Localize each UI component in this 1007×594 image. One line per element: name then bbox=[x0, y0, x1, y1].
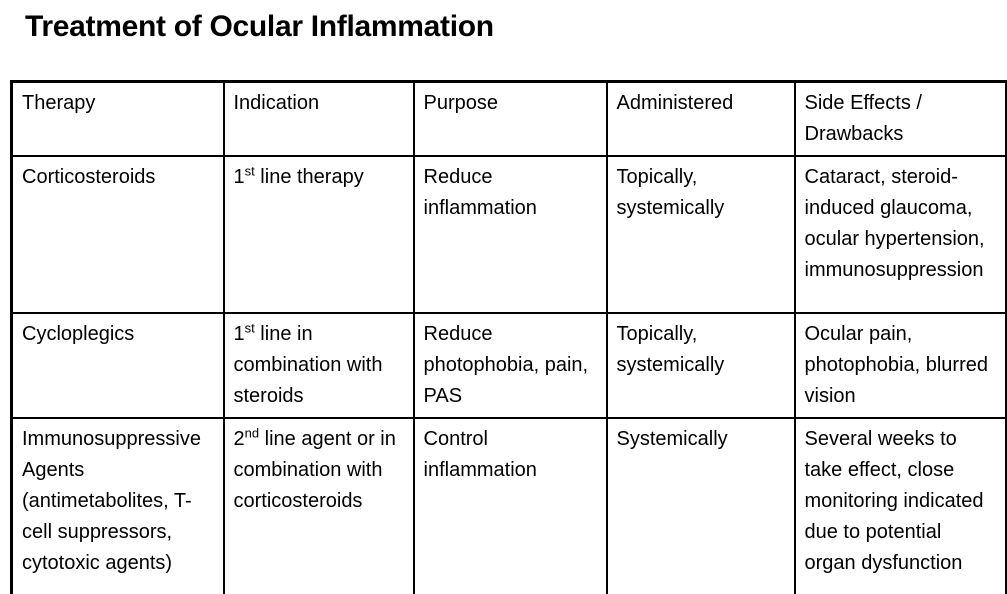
cell-purpose: Control inflammation bbox=[412, 417, 608, 594]
ordinal-number: 1 bbox=[233, 166, 245, 188]
ordinal-number: 2 bbox=[233, 428, 245, 450]
table-header-row: Therapy Indication Purpose Administered … bbox=[10, 80, 1007, 157]
header-cell-therapy: Therapy bbox=[10, 80, 225, 157]
table-row-immunosuppressive-agents: Immunosuppressive Agents (antimetabolite… bbox=[10, 417, 1007, 594]
indication-text: line therapy bbox=[254, 166, 364, 188]
ordinal-suffix: st bbox=[244, 163, 255, 179]
ordinal-suffix: nd bbox=[244, 425, 260, 441]
ordinal-suffix: st bbox=[244, 320, 255, 336]
cell-administered: Topically, systemically bbox=[605, 312, 796, 419]
cell-purpose: Reduce inflammation bbox=[412, 155, 608, 314]
indication-text: line agent or in combination with cortic… bbox=[233, 428, 396, 512]
header-cell-side-effects: Side Effects / Drawbacks bbox=[793, 80, 1007, 157]
page-title: Treatment of Ocular Inflammation bbox=[25, 10, 494, 43]
cell-therapy: Corticosteroids bbox=[10, 155, 225, 314]
header-cell-purpose: Purpose bbox=[412, 80, 608, 157]
table-row-cycloplegics: Cycloplegics 1st line in combination wit… bbox=[10, 312, 1007, 419]
cell-indication: 1st line in combination with steroids bbox=[222, 312, 415, 419]
cell-indication: 1st line therapy bbox=[222, 155, 415, 314]
ordinal-number: 1 bbox=[233, 323, 245, 345]
cell-therapy: Cycloplegics bbox=[10, 312, 225, 419]
cell-side-effects: Cataract, steroid-induced glaucoma, ocul… bbox=[793, 155, 1007, 314]
cell-purpose: Reduce photophobia, pain, PAS bbox=[412, 312, 608, 419]
cell-indication: 2nd line agent or in combination with co… bbox=[222, 417, 415, 594]
indication-text: line in combination with steroids bbox=[233, 323, 383, 407]
cell-side-effects: Several weeks to take effect, close moni… bbox=[793, 417, 1007, 594]
cell-therapy: Immunosuppressive Agents (antimetabolite… bbox=[10, 417, 225, 594]
treatment-table: Therapy Indication Purpose Administered … bbox=[10, 80, 1007, 594]
cell-administered: Topically, systemically bbox=[605, 155, 796, 314]
header-cell-indication: Indication bbox=[222, 80, 415, 157]
table-row-corticosteroids: Corticosteroids 1st line therapy Reduce … bbox=[10, 155, 1007, 314]
cell-administered: Systemically bbox=[605, 417, 796, 594]
header-cell-administered: Administered bbox=[605, 80, 796, 157]
cell-side-effects: Ocular pain, photophobia, blurred vision bbox=[793, 312, 1007, 419]
